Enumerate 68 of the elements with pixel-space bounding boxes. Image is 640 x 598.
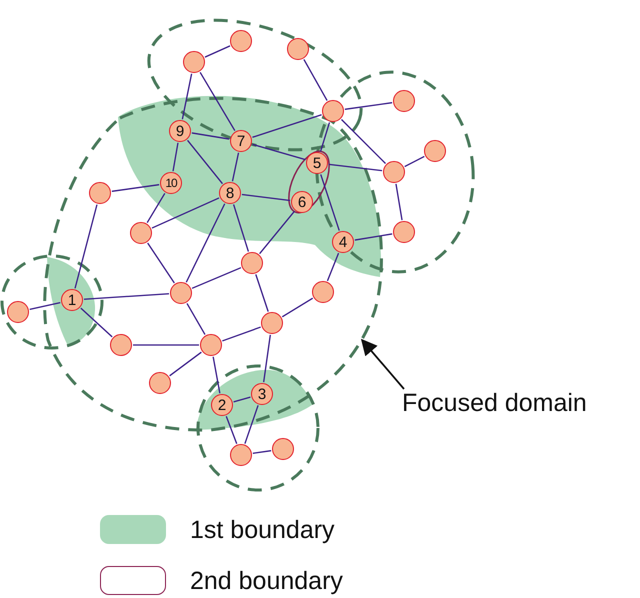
link-line [320, 122, 330, 152]
link-line [74, 204, 98, 289]
link-line [187, 140, 223, 184]
link-line [232, 152, 240, 182]
link-line [255, 274, 269, 312]
link-line [147, 242, 175, 284]
link-line [303, 59, 328, 101]
link-line [252, 114, 322, 138]
network-node [183, 51, 205, 73]
leader-line [360, 338, 405, 390]
link-line [172, 142, 179, 172]
network-node [230, 30, 252, 52]
network-node [170, 282, 192, 304]
network-node [424, 140, 446, 162]
link-line [328, 164, 382, 172]
network-node [230, 444, 252, 466]
link-line [341, 119, 386, 164]
network-node [241, 252, 263, 274]
network-node [393, 221, 415, 243]
link-line [395, 184, 403, 220]
link-line [212, 356, 220, 394]
network-node [149, 372, 171, 394]
link-line [152, 197, 220, 229]
link-line [186, 303, 206, 335]
link-line [204, 45, 230, 58]
link-line [282, 298, 314, 318]
link-line [232, 204, 250, 252]
link-line [226, 416, 238, 444]
network-node [393, 90, 415, 112]
link-line [233, 396, 251, 402]
network-node [261, 312, 283, 334]
link-line [404, 156, 425, 168]
link-line [192, 132, 230, 140]
network-node [200, 334, 222, 356]
link-line [84, 293, 170, 300]
link-line [112, 184, 160, 192]
link-line [263, 334, 271, 382]
link-line [222, 326, 261, 342]
network-node [322, 100, 344, 122]
network-node [130, 222, 152, 244]
network-node [287, 38, 309, 60]
link-line [146, 192, 166, 224]
network-node [89, 182, 111, 204]
link-line [186, 203, 226, 283]
link-line [80, 308, 113, 338]
legend-label: 2nd boundary [190, 569, 343, 594]
link-line [169, 352, 202, 376]
link-line [182, 74, 192, 120]
link-line [252, 450, 272, 454]
callout-label: Focused domain [402, 391, 587, 416]
link-line [320, 174, 340, 231]
link-line [244, 405, 259, 444]
link-line [326, 252, 340, 282]
network-node [110, 334, 132, 356]
network-node [312, 281, 334, 303]
network-node [383, 161, 405, 183]
network-node [7, 301, 29, 323]
link-line [30, 302, 60, 310]
link-line [354, 233, 392, 241]
network-node [272, 438, 294, 460]
link-line [192, 267, 242, 289]
link-line [200, 72, 236, 132]
link-line [259, 210, 295, 254]
link-line [133, 344, 199, 346]
link-line [252, 144, 306, 160]
legend-label: 1st boundary [190, 518, 335, 543]
link-line [344, 102, 392, 110]
link-line [242, 194, 290, 202]
